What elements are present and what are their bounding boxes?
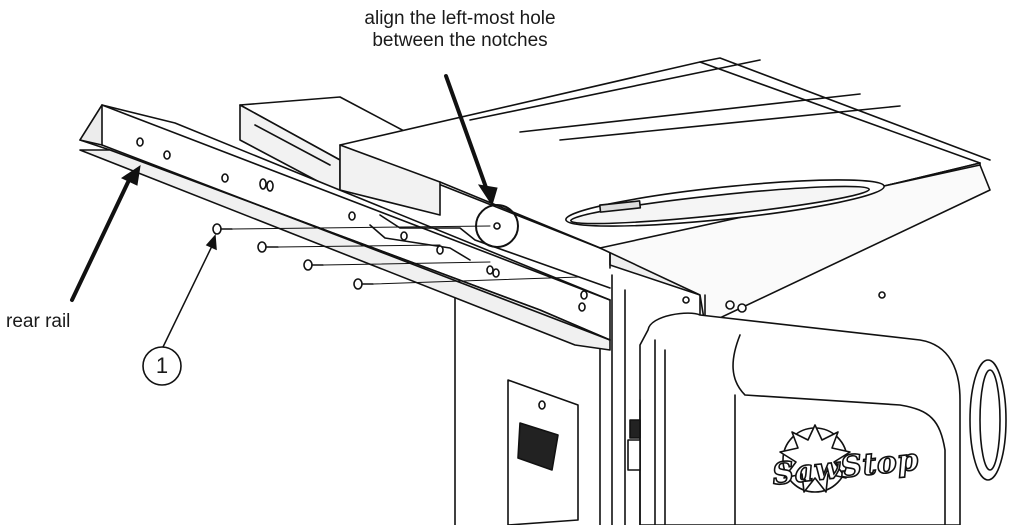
table-front-edge [599, 164, 991, 326]
rear-rail [79, 104, 611, 351]
logo-blade [779, 424, 851, 493]
access-panel [507, 379, 579, 526]
cable-clip [627, 399, 641, 526]
motor-housing [639, 312, 961, 526]
callout-line-1: align the left-most hole [364, 8, 556, 29]
item-number-circle [142, 346, 182, 386]
handwheel [969, 359, 1007, 481]
screws [212, 223, 581, 290]
callout-line-2: between the notches [372, 30, 548, 51]
rear-rail-label: rear rail [6, 311, 71, 332]
arrow-to-hole-head [477, 184, 498, 207]
arrow-to-rail [70, 176, 132, 302]
leader-item-1 [162, 245, 213, 348]
hole-alignment-callout: align the left-most hole between the not… [300, 8, 620, 52]
blade-insert [565, 179, 885, 227]
arrow-to-hole [444, 74, 490, 195]
hole-highlight [475, 204, 519, 248]
item-number-label: 1 [155, 353, 169, 378]
arrow-to-rail-head [120, 164, 141, 186]
